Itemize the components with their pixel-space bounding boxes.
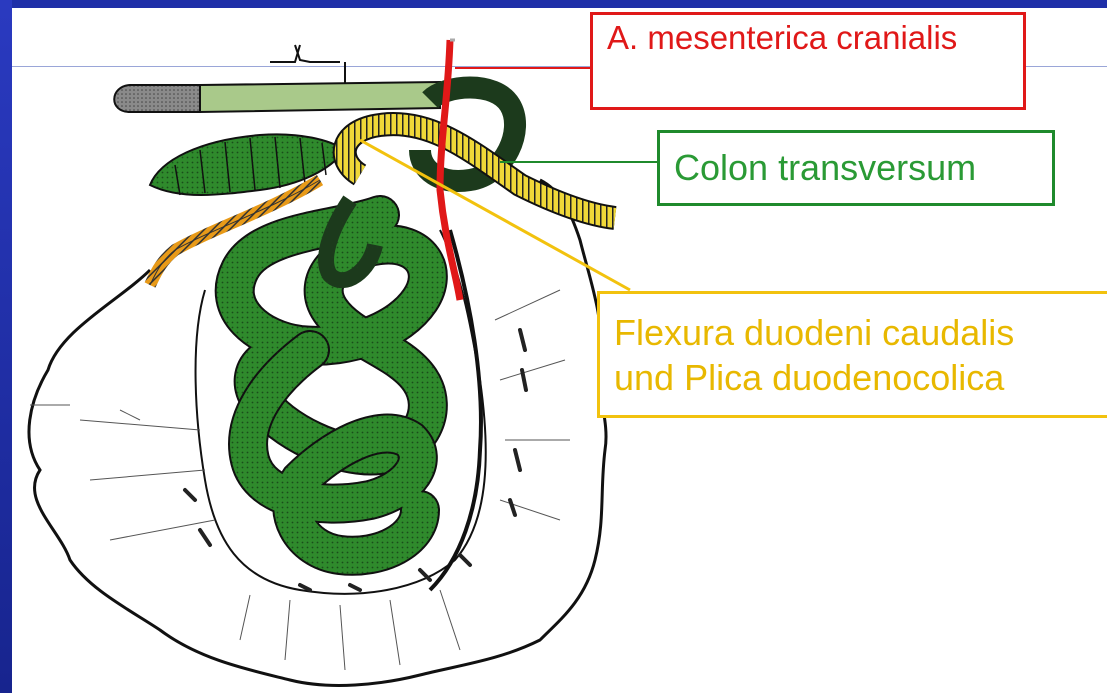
- callout-colon-label: Colon transversum: [674, 147, 1038, 189]
- callout-artery-label: A. mesenterica cranialis: [607, 19, 1009, 57]
- callout-colon: Colon transversum: [657, 130, 1055, 206]
- top-bracket: [295, 45, 340, 62]
- callout-flexura-line2: und Plica duodenocolica: [614, 355, 1093, 400]
- callout-artery: A. mesenterica cranialis: [590, 12, 1026, 110]
- callout-flexura-line1: Flexura duodeni caudalis: [614, 310, 1093, 355]
- ileum-tube: [200, 82, 440, 112]
- callout-flexura: Flexura duodeni caudalis und Plica duode…: [597, 291, 1107, 418]
- cecum-tip: [114, 85, 200, 112]
